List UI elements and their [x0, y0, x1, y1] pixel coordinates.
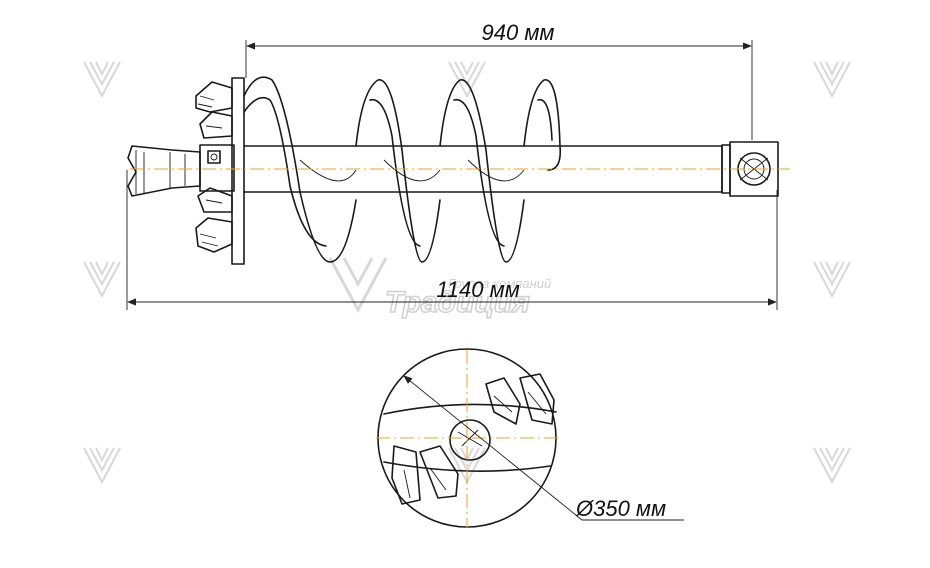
- end-view-teeth: [391, 373, 555, 505]
- auger-end-view: Ø350 мм: [376, 348, 684, 528]
- dimension-diameter-label: Ø350 мм: [575, 496, 666, 521]
- watermark-logo-icon: [813, 447, 851, 483]
- hub: [199, 144, 235, 192]
- dimension-total-length-label: 1140 мм: [436, 277, 520, 302]
- diameter-leader: [403, 375, 583, 521]
- shank: [721, 144, 731, 194]
- watermark-company-line: Группа компаний: [448, 276, 551, 291]
- watermark-logo-icon: [83, 261, 121, 297]
- watermark-logo-icon: [813, 61, 851, 97]
- end-view-pilot: [449, 419, 491, 461]
- cutter-teeth: [195, 81, 233, 253]
- watermark-logo-icon: [83, 61, 121, 97]
- pilot-bit: [127, 145, 201, 197]
- watermark-logo-icon: [813, 261, 851, 297]
- watermark-logo-icon: [83, 447, 121, 483]
- cutting-plate: [231, 77, 245, 265]
- dimension-total-length: 1140 мм: [126, 170, 778, 310]
- dimension-working-length-label: 940 мм: [482, 20, 555, 45]
- watermark-logos: [83, 61, 851, 483]
- auger-flights: [243, 76, 562, 263]
- watermark-logo-icon: [448, 61, 486, 97]
- auger-side-view: [127, 76, 790, 265]
- dimension-working-length: 940 мм: [245, 20, 753, 140]
